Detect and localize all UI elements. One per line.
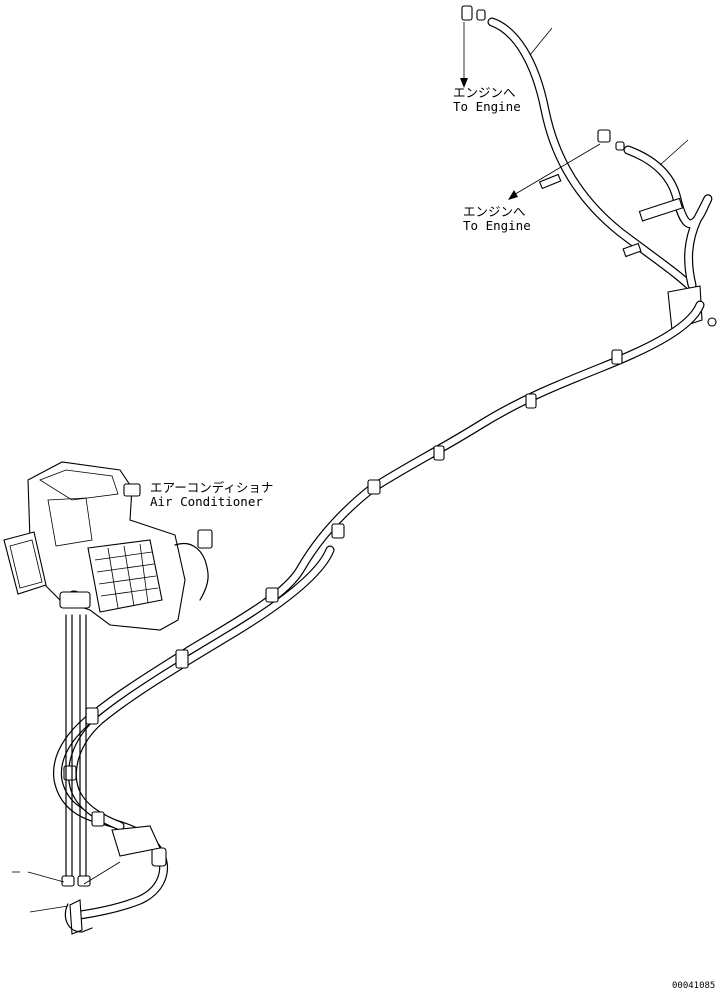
bottom-leaders <box>12 861 121 913</box>
ac-pipes <box>65 614 87 877</box>
second-fitting <box>508 129 625 200</box>
upper-engine-hose <box>487 17 699 295</box>
to-engine-label-jp-lower: エンジンへ <box>463 204 526 219</box>
drawing-number: 00041085 <box>672 981 716 991</box>
second-engine-hose <box>623 145 713 290</box>
air-conditioner-label-en: Air Conditioner <box>150 494 263 509</box>
to-engine-label-en-lower: To Engine <box>463 218 531 233</box>
bottom-connector <box>61 825 161 935</box>
second-hose-leader <box>659 139 689 166</box>
to-engine-label-en-upper: To Engine <box>453 99 521 114</box>
return-hose <box>68 545 335 831</box>
to-engine-label-jp-upper: エンジンへ <box>453 85 516 100</box>
upper-fitting <box>460 5 486 88</box>
air-conditioner-unit <box>3 461 213 631</box>
hose-clamp <box>63 349 623 867</box>
upper-hose-leader <box>529 27 553 56</box>
air-conditioner-label-jp: エアーコンディショナ <box>150 480 274 495</box>
